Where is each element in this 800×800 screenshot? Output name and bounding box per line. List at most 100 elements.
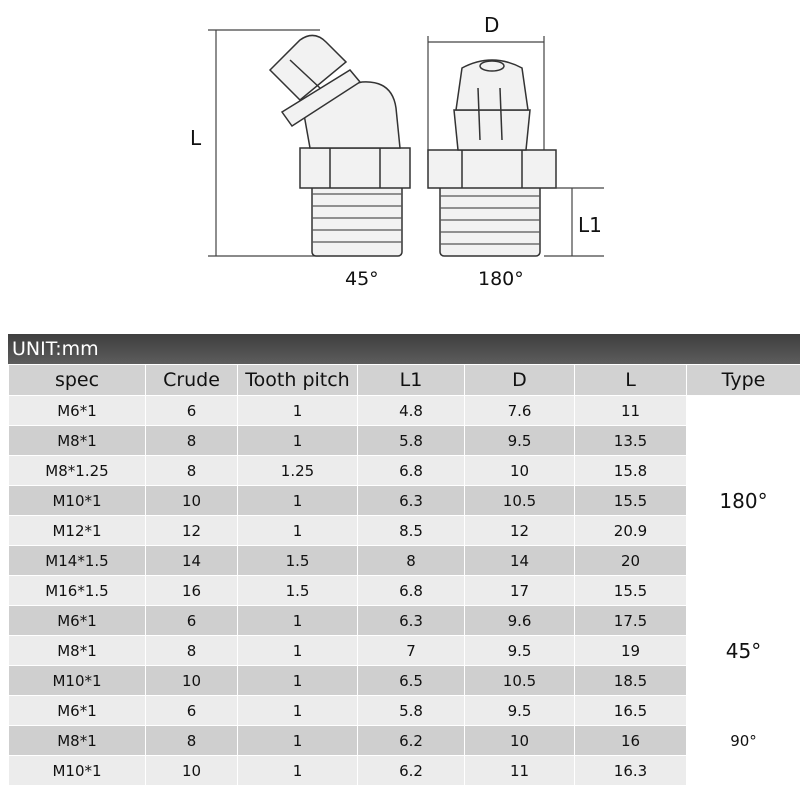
cell-crude: 10	[145, 755, 238, 786]
col-header-spec: spec	[8, 364, 146, 396]
col-header-d: D	[464, 364, 575, 396]
cell-spec: M8*1.25	[8, 455, 146, 486]
cell-d: 7.6	[464, 395, 575, 426]
cell-spec: M16*1.5	[8, 575, 146, 606]
cell-l: 18.5	[574, 665, 687, 696]
cell-crude: 6	[145, 605, 238, 636]
cell-crude: 10	[145, 665, 238, 696]
cell-spec: M8*1	[8, 635, 146, 666]
cell-d: 10	[464, 725, 575, 756]
type-cell: 180°	[686, 395, 800, 606]
cell-tooth-pitch: 1	[237, 635, 358, 666]
cell-crude: 10	[145, 485, 238, 516]
cell-crude: 6	[145, 395, 238, 426]
cell-spec: M12*1	[8, 515, 146, 546]
cell-tooth-pitch: 1	[237, 695, 358, 726]
cell-spec: M10*1	[8, 665, 146, 696]
cell-d: 10.5	[464, 665, 575, 696]
unit-header: UNIT:mm	[8, 334, 800, 364]
col-header-tooth-pitch: Tooth pitch	[237, 364, 358, 396]
cell-tooth-pitch: 1	[237, 425, 358, 456]
cell-l1: 8	[357, 545, 465, 576]
dimension-L1	[544, 187, 604, 257]
cell-l: 13.5	[574, 425, 687, 456]
cell-spec: M6*1	[8, 695, 146, 726]
type-cell: 45°	[686, 605, 800, 696]
cell-spec: M14*1.5	[8, 545, 146, 576]
cell-l1: 5.8	[357, 425, 465, 456]
cell-spec: M10*1	[8, 485, 146, 516]
cell-crude: 6	[145, 695, 238, 726]
cell-l: 15.8	[574, 455, 687, 486]
cell-l: 15.5	[574, 575, 687, 606]
cell-spec: M8*1	[8, 725, 146, 756]
cell-l1: 6.3	[357, 485, 465, 516]
col-header-crude: Crude	[145, 364, 238, 396]
cell-d: 10	[464, 455, 575, 486]
cell-tooth-pitch: 1.5	[237, 545, 358, 576]
cell-l: 20	[574, 545, 687, 576]
cell-d: 9.5	[464, 425, 575, 456]
cell-l1: 8.5	[357, 515, 465, 546]
cell-l: 11	[574, 395, 687, 426]
cell-l1: 5.8	[357, 695, 465, 726]
dim-L-label: L	[190, 126, 202, 150]
caption-45: 45°	[345, 268, 379, 290]
caption-180: 180°	[478, 268, 524, 290]
col-header-l: L	[574, 364, 687, 396]
cell-spec: M10*1	[8, 755, 146, 786]
cell-d: 11	[464, 755, 575, 786]
cell-crude: 14	[145, 545, 238, 576]
cell-l1: 6.2	[357, 755, 465, 786]
cell-l: 16	[574, 725, 687, 756]
cell-spec: M6*1	[8, 395, 146, 426]
cell-l1: 6.8	[357, 455, 465, 486]
cell-crude: 16	[145, 575, 238, 606]
cell-l1: 6.3	[357, 605, 465, 636]
cell-crude: 8	[145, 425, 238, 456]
fitting-diagram: L 45° D	[190, 13, 604, 290]
cell-d: 17	[464, 575, 575, 606]
cell-d: 14	[464, 545, 575, 576]
cell-tooth-pitch: 1	[237, 725, 358, 756]
cell-l: 15.5	[574, 485, 687, 516]
cell-d: 12	[464, 515, 575, 546]
cell-crude: 8	[145, 635, 238, 666]
cell-tooth-pitch: 1.25	[237, 455, 358, 486]
cell-tooth-pitch: 1	[237, 665, 358, 696]
cell-tooth-pitch: 1	[237, 395, 358, 426]
cell-spec: M8*1	[8, 425, 146, 456]
col-header-l1: L1	[357, 364, 465, 396]
cell-tooth-pitch: 1	[237, 515, 358, 546]
dim-L1-label: L1	[578, 213, 602, 237]
cell-l1: 6.8	[357, 575, 465, 606]
dim-D-label: D	[484, 13, 499, 37]
cell-l: 16.5	[574, 695, 687, 726]
cell-l1: 7	[357, 635, 465, 666]
cell-tooth-pitch: 1	[237, 755, 358, 786]
cell-l1: 4.8	[357, 395, 465, 426]
cell-tooth-pitch: 1	[237, 485, 358, 516]
cell-d: 9.6	[464, 605, 575, 636]
col-header-type: Type	[686, 364, 800, 396]
cell-l1: 6.2	[357, 725, 465, 756]
cell-l: 17.5	[574, 605, 687, 636]
fitting-180-icon	[427, 59, 557, 257]
cell-spec: M6*1	[8, 605, 146, 636]
cell-l: 20.9	[574, 515, 687, 546]
cell-d: 9.5	[464, 635, 575, 666]
cell-crude: 12	[145, 515, 238, 546]
